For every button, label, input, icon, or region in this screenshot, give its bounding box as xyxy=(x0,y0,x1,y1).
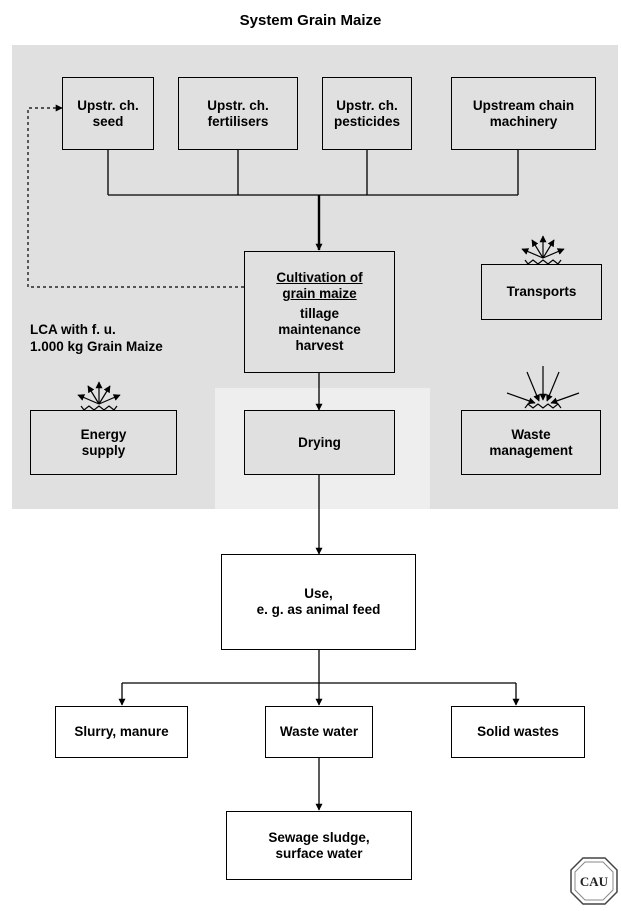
box-waste-water[interactable]: Waste water xyxy=(265,706,373,758)
functional-unit-label: LCA with f. u. 1.000 kg Grain Maize xyxy=(30,321,163,355)
box-slurry-manure[interactable]: Slurry, manure xyxy=(55,706,188,758)
box-upstream-pesticides[interactable]: Upstr. ch. pesticides xyxy=(322,77,412,150)
box-energy-supply-line-2: supply xyxy=(81,442,126,458)
box-use-line-1: Use, xyxy=(304,586,333,601)
box-use[interactable]: Use, e. g. as animal feed xyxy=(221,554,416,650)
cultivation-step-tillage: tillage xyxy=(299,306,339,321)
cau-logo-text: CAU xyxy=(580,874,609,889)
box-slurry-manure-label: Slurry, manure xyxy=(74,724,169,739)
box-waste-management-line-2: management xyxy=(489,442,573,458)
box-waste-management-line-1: Waste xyxy=(511,426,551,442)
box-upstream-seed-line-1: Upstr. ch. xyxy=(77,97,139,113)
cultivation-title-line-1: Cultivation of xyxy=(276,270,363,285)
box-energy-supply-line-1: Energy xyxy=(80,426,127,442)
functional-unit-line-1: LCA with f. u. xyxy=(30,322,116,337)
box-upstream-seed[interactable]: Upstr. ch. seed xyxy=(62,77,154,150)
box-upstream-machinery[interactable]: Upstream chain machinery xyxy=(451,77,596,150)
cultivation-step-maintenance: maintenance xyxy=(278,322,361,337)
box-transports[interactable]: Transports xyxy=(481,264,602,320)
functional-unit-line-2: 1.000 kg Grain Maize xyxy=(30,339,163,354)
box-upstream-seed-line-2: seed xyxy=(92,113,124,129)
box-upstream-fertilisers-line-2: fertilisers xyxy=(207,113,269,129)
transports-emission-icon xyxy=(521,235,565,265)
box-upstream-pesticides-line-2: pesticides xyxy=(333,113,401,129)
box-sewage-sludge-line-2: surface water xyxy=(275,845,363,861)
box-upstream-pesticides-line-1: Upstr. ch. xyxy=(336,97,398,113)
box-solid-wastes[interactable]: Solid wastes xyxy=(451,706,585,758)
box-solid-wastes-label: Solid wastes xyxy=(477,724,559,739)
box-waste-management[interactable]: Waste management xyxy=(461,410,601,475)
box-upstream-fertilisers-line-1: Upstr. ch. xyxy=(207,97,269,113)
cultivation-step-harvest: harvest xyxy=(295,338,344,353)
box-sewage-sludge[interactable]: Sewage sludge, surface water xyxy=(226,811,412,880)
box-drying-label: Drying xyxy=(298,434,341,450)
box-upstream-machinery-line-2: machinery xyxy=(489,113,558,129)
diagram-title: System Grain Maize xyxy=(239,12,382,29)
box-upstream-fertilisers[interactable]: Upstr. ch. fertilisers xyxy=(178,77,298,150)
box-sewage-sludge-line-1: Sewage sludge, xyxy=(268,829,370,845)
cultivation-title-line-2: grain maize xyxy=(282,286,357,301)
energy-emission-icon xyxy=(77,381,121,411)
box-drying[interactable]: Drying xyxy=(244,410,395,475)
box-energy-supply[interactable]: Energy supply xyxy=(30,410,177,475)
box-transports-label: Transports xyxy=(506,284,577,299)
box-cultivation[interactable]: Cultivation of grain maize tillage maint… xyxy=(244,251,395,373)
waste-input-icon xyxy=(506,366,580,409)
box-upstream-machinery-line-1: Upstream chain xyxy=(472,97,575,113)
seed-feedback-dashed-arrow xyxy=(27,104,244,288)
box-use-line-2: e. g. as animal feed xyxy=(256,602,381,617)
cau-logo: CAU xyxy=(570,857,618,905)
box-waste-water-label: Waste water xyxy=(279,724,359,739)
upstream-collector-line xyxy=(107,150,519,196)
